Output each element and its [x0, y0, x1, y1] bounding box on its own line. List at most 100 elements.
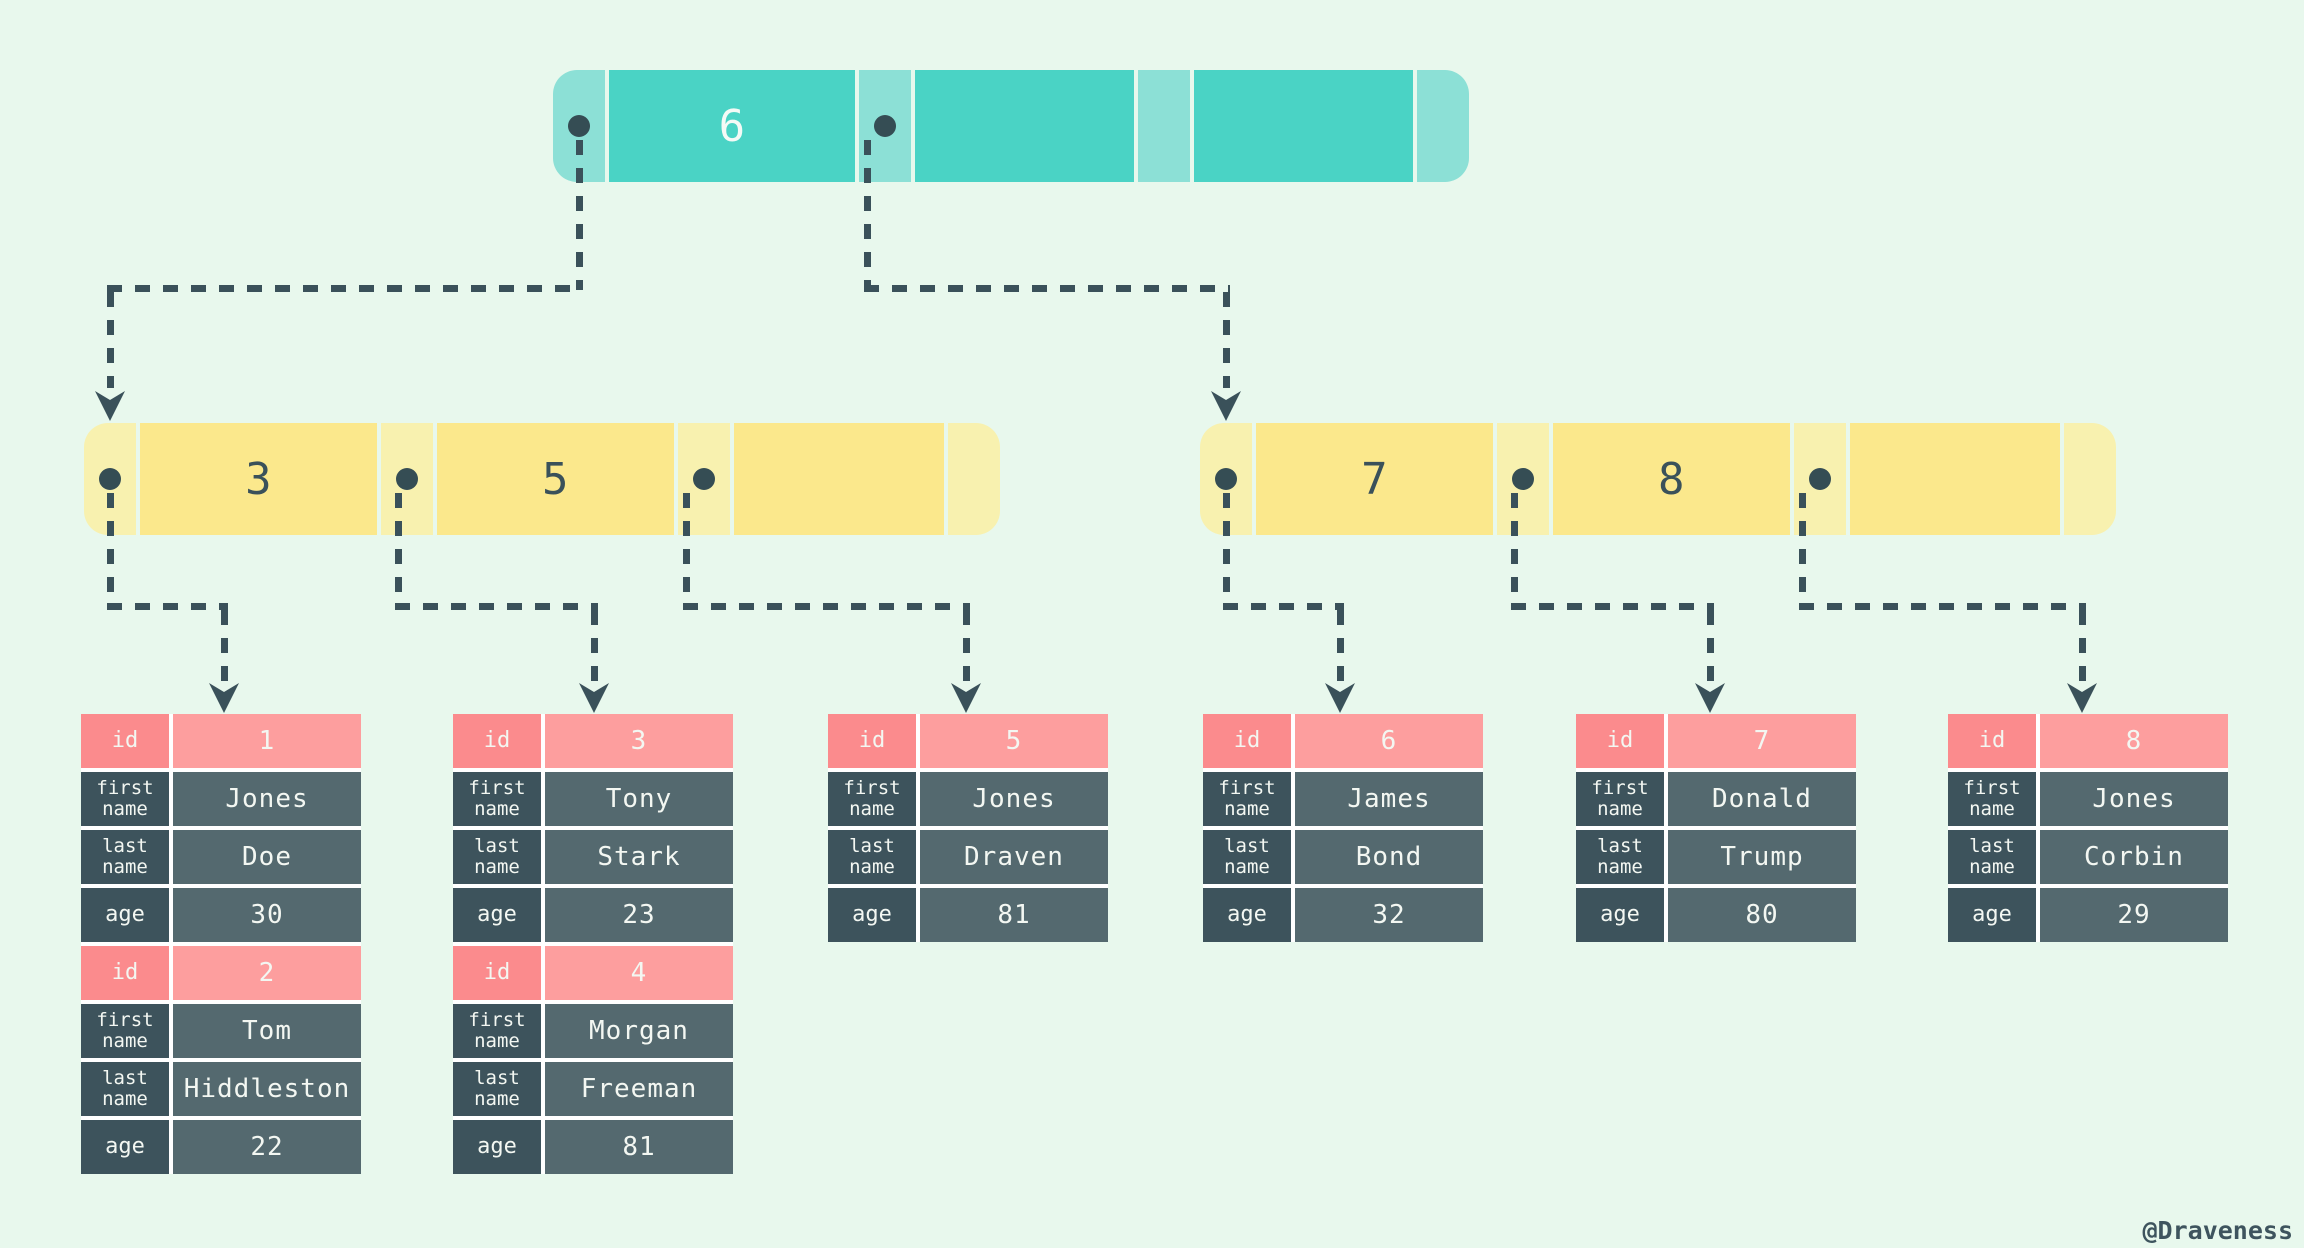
row-label: id	[81, 946, 169, 1000]
pointer-dot	[99, 468, 121, 490]
row-label: last name	[1576, 830, 1664, 884]
key-cell: 5	[436, 423, 674, 535]
pointer-cell	[1496, 423, 1549, 535]
row-value: 7	[1668, 714, 1856, 768]
row-value: Doe	[173, 830, 361, 884]
pointer-dot	[395, 468, 418, 490]
row-value: 81	[920, 888, 1108, 942]
key-cell	[1849, 423, 2060, 535]
key-label: 6	[718, 100, 746, 152]
row-value: Trump	[1668, 830, 1856, 884]
arrowhead-icon	[1695, 683, 1725, 713]
row-label: last name	[1203, 830, 1291, 884]
row-value: Jones	[173, 772, 361, 826]
row-label: id	[453, 946, 541, 1000]
arrowhead-icon	[1211, 391, 1241, 421]
arrowhead-icon	[95, 391, 125, 421]
connector-segment	[1337, 610, 1344, 682]
row-label: first name	[453, 1004, 541, 1058]
pointer-dot	[1808, 468, 1831, 490]
connector-segment	[1223, 603, 1344, 610]
row-label: age	[453, 888, 541, 942]
row-value: Tom	[173, 1004, 361, 1058]
connector-segment	[1223, 292, 1230, 388]
row-label: id	[1948, 714, 2036, 768]
key-label: 5	[541, 453, 569, 505]
row-label: age	[828, 888, 916, 942]
connector-segment	[683, 603, 970, 610]
row-label: first name	[81, 772, 169, 826]
row-value: Hiddleston	[173, 1062, 361, 1116]
connector-segment	[107, 603, 228, 610]
pointer-cell	[2063, 423, 2116, 535]
row-label: id	[453, 714, 541, 768]
arrowhead-icon	[579, 683, 609, 713]
key-cell: 6	[609, 70, 855, 182]
pointer-dot	[692, 468, 715, 490]
internal-node-right: 7 8	[1200, 423, 2116, 535]
pointer-cell	[380, 423, 433, 535]
row-value: 4	[545, 946, 733, 1000]
arrowhead-icon	[2067, 683, 2097, 713]
row-label: age	[81, 888, 169, 942]
key-label: 7	[1361, 453, 1388, 505]
row-label: age	[1948, 888, 2036, 942]
row-label: last name	[828, 830, 916, 884]
row-value: 1	[173, 714, 361, 768]
row-label: first name	[1948, 772, 2036, 826]
row-value: 80	[1668, 888, 1856, 942]
connector-segment	[395, 493, 402, 607]
connector-segment	[591, 610, 598, 682]
key-cell: 8	[1552, 423, 1790, 535]
arrowhead-icon	[209, 683, 239, 713]
connector-segment	[1707, 610, 1714, 682]
row-value: Jones	[920, 772, 1108, 826]
row-label: age	[1576, 888, 1664, 942]
row-label: id	[1203, 714, 1291, 768]
row-label: id	[81, 714, 169, 768]
row-label: last name	[1948, 830, 2036, 884]
watermark: @Draveness	[2142, 1216, 2293, 1245]
row-label: first name	[828, 772, 916, 826]
row-value: 2	[173, 946, 361, 1000]
row-label: last name	[81, 1062, 169, 1116]
row-label: id	[1576, 714, 1664, 768]
row-value: 22	[173, 1120, 361, 1174]
row-label: first name	[1203, 772, 1291, 826]
connector-segment	[683, 493, 690, 607]
row-value: 30	[173, 888, 361, 942]
row-value: Bond	[1295, 830, 1483, 884]
root-node: 6	[553, 70, 1470, 182]
row-value: Donald	[1668, 772, 1856, 826]
arrowhead-icon	[1325, 683, 1355, 713]
key-cell	[1193, 70, 1414, 182]
row-value: 23	[545, 888, 733, 942]
key-cell: 7	[1256, 423, 1493, 535]
row-label: first name	[81, 1004, 169, 1058]
key-cell	[733, 423, 944, 535]
pointer-cell	[947, 423, 1000, 535]
row-label: age	[1203, 888, 1291, 942]
connector-segment	[1799, 493, 1806, 607]
row-value: Tony	[545, 772, 733, 826]
row-label: first name	[453, 772, 541, 826]
row-value: 32	[1295, 888, 1483, 942]
arrowhead-icon	[951, 683, 981, 713]
connector-segment	[1511, 603, 1714, 610]
connector-segment	[2079, 610, 2086, 682]
row-value: Jones	[2040, 772, 2228, 826]
row-label: age	[81, 1120, 169, 1174]
connector-segment	[221, 610, 228, 682]
connector-segment	[107, 285, 583, 292]
connector-segment	[1511, 493, 1518, 607]
connector-segment	[963, 610, 970, 682]
pointer-cell	[1417, 70, 1470, 182]
row-label: id	[828, 714, 916, 768]
row-label: last name	[453, 1062, 541, 1116]
connector-segment	[864, 285, 1230, 292]
